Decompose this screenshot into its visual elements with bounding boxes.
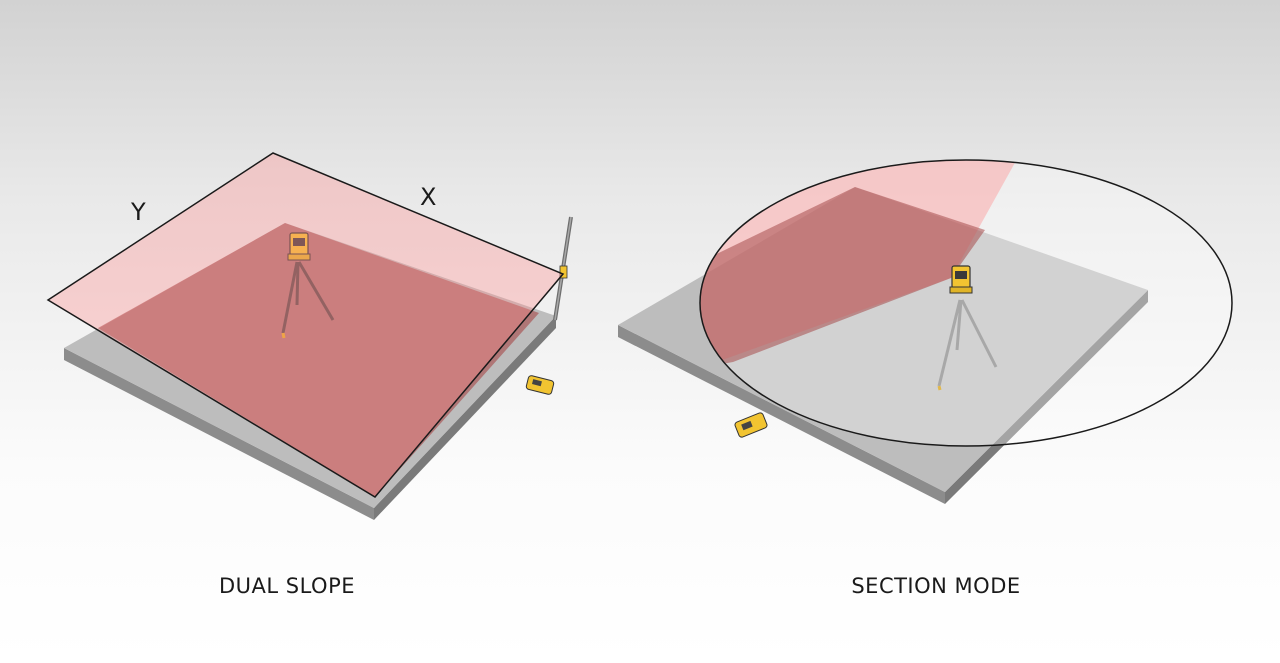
left-slab-front-side: [64, 348, 374, 520]
left-slab-right-side: [374, 316, 556, 520]
rotary-laser-icon: [287, 232, 311, 261]
rotary-laser-icon: [949, 265, 973, 294]
right-slab-right-side: [945, 290, 1148, 504]
dual-slope-laser-plane: [46, 152, 565, 498]
remote-control-icon: [525, 375, 555, 395]
axis-x-label: X: [420, 183, 436, 211]
right-slab-front-side: [618, 325, 945, 504]
remote-control-icon: [734, 412, 768, 438]
axis-y-label: Y: [130, 198, 146, 226]
grade-rod-icon: [553, 216, 573, 321]
dual-slope-panel: Y X DUAL SLOPE: [46, 152, 573, 598]
tripod-icon: [281, 261, 335, 339]
section-mode-panel: SECTION MODE: [618, 159, 1233, 598]
tripod-icon: [937, 299, 998, 391]
section-laser-outline: [699, 159, 1233, 447]
section-mode-caption: SECTION MODE: [851, 574, 1020, 598]
section-laser-overlap: [700, 187, 985, 368]
left-laser-overlap: [98, 223, 539, 497]
dual-slope-caption: DUAL SLOPE: [219, 574, 355, 598]
